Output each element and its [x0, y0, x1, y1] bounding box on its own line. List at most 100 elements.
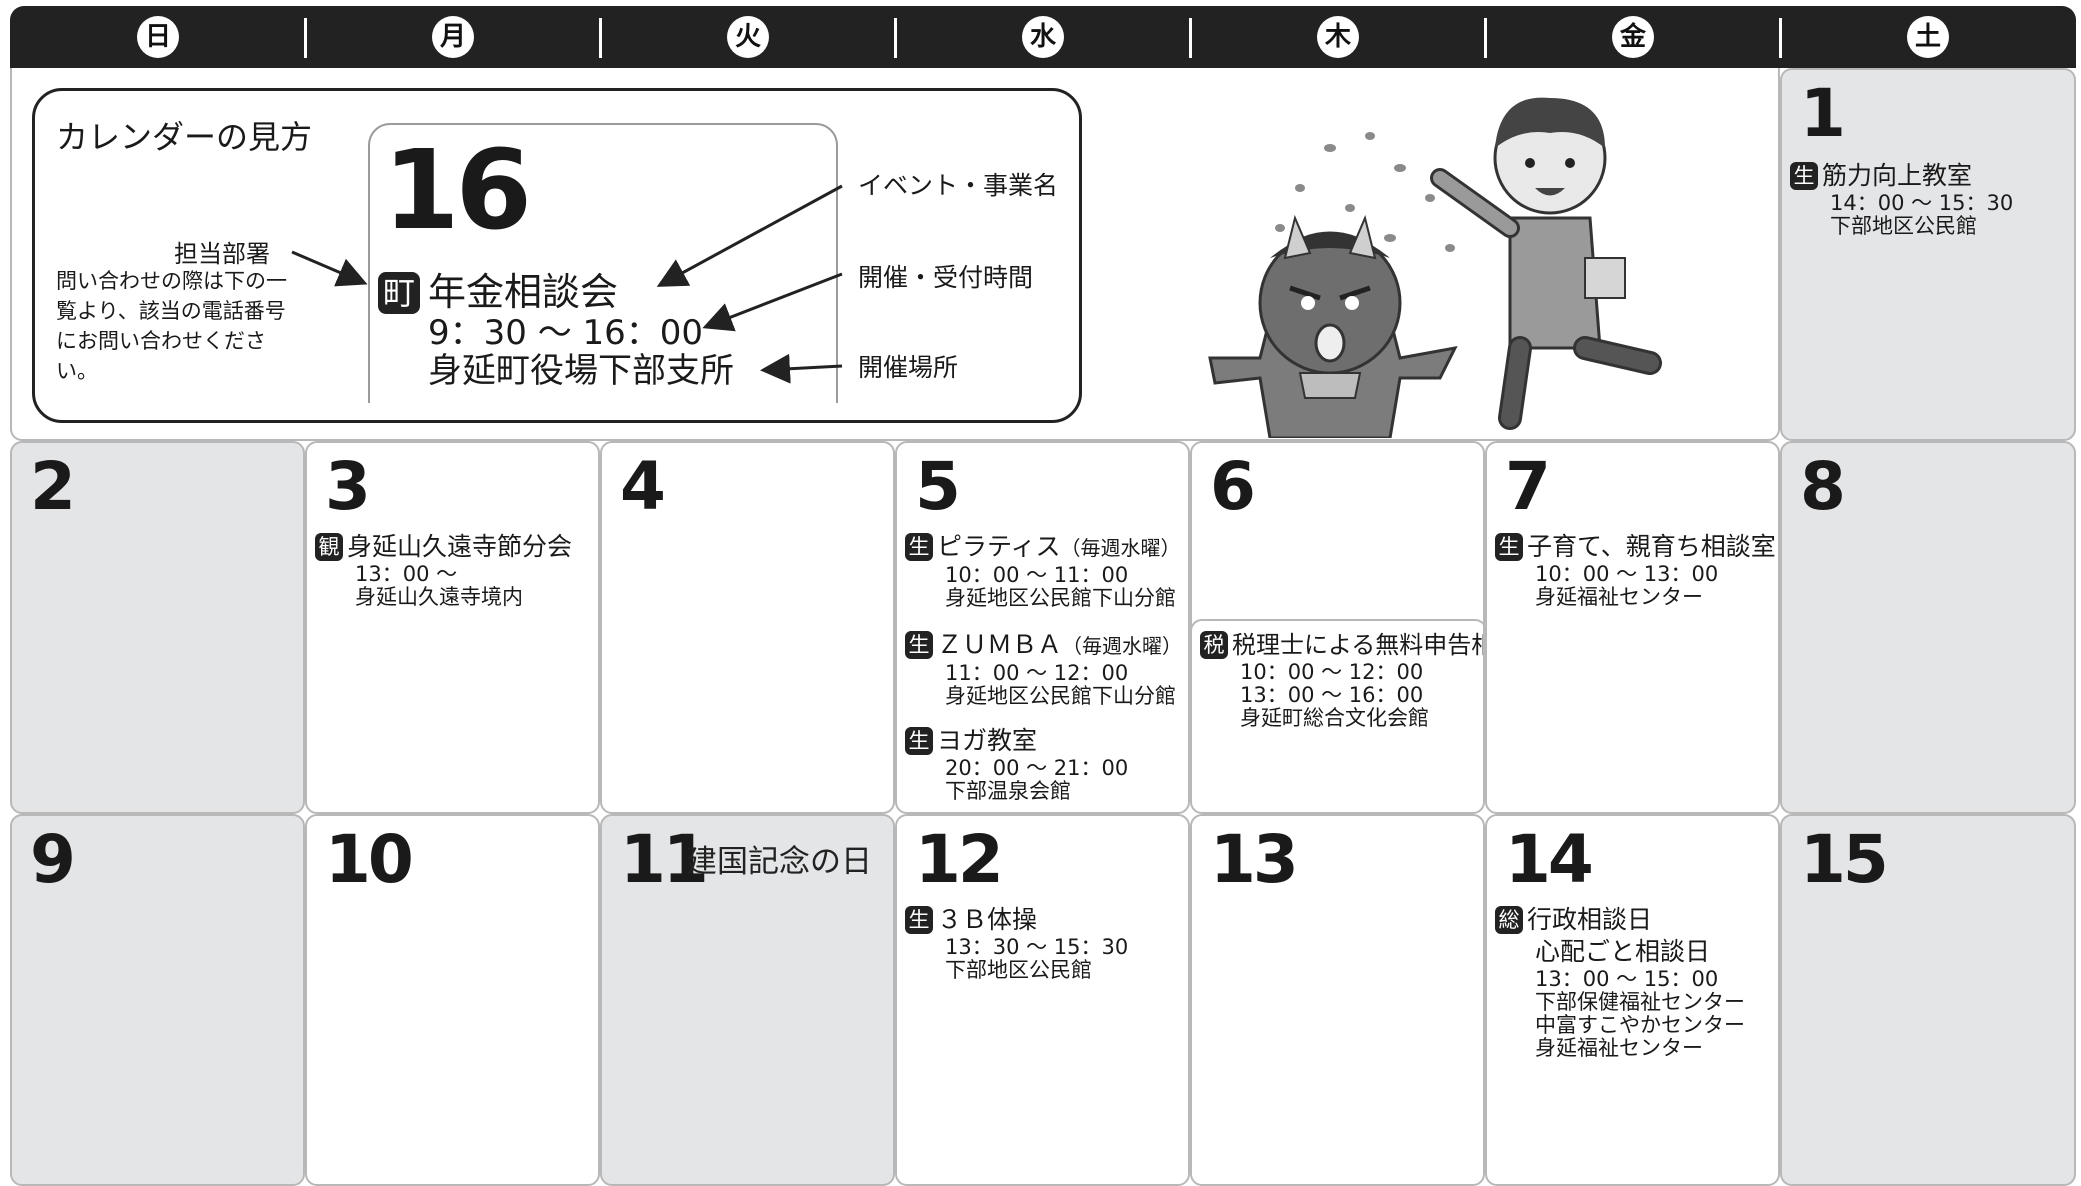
event-item[interactable]: 生ヨガ教室 20：00 〜 21：00 下部温泉会館 — [905, 725, 1128, 803]
event-item[interactable]: 観身延山久遠寺節分会 13：00 〜 身延山久遠寺境内 — [315, 531, 572, 609]
event-title-secondary: 心配ごと相談日 — [1535, 937, 1711, 966]
event-title: ピラティス — [937, 532, 1061, 561]
event-title: 子育て、親育ち相談室 — [1527, 532, 1776, 561]
weekday-separator — [1189, 18, 1192, 58]
dept-badge: 生 — [905, 906, 933, 934]
weekday-separator — [1484, 18, 1487, 58]
day-number: 9 — [30, 821, 76, 898]
dept-badge: 生 — [905, 533, 933, 561]
day-cell-14[interactable]: 14 総行政相談日 心配ごと相談日 13：00 〜 15：00 下部保健福祉セン… — [1485, 814, 1780, 1186]
day-number: 4 — [620, 448, 666, 525]
day-cell-2[interactable]: 2 — [10, 441, 305, 814]
setsubun-oni-mamemaki-illustration-icon — [1208, 97, 1662, 438]
dept-badge: 生 — [905, 727, 933, 755]
day-number: 7 — [1505, 448, 1551, 525]
dept-badge: 総 — [1495, 906, 1523, 934]
day-number: 10 — [325, 821, 414, 898]
event-item[interactable]: 生筋力向上教室 14：00 〜 15：30 下部地区公民館 — [1790, 160, 2013, 238]
legend-sample-cell — [368, 123, 838, 403]
event-title: ３Ｂ体操 — [937, 905, 1038, 934]
event-time: 10：00 〜 13：00 — [1535, 562, 1719, 586]
weekday-sat: 土 — [1780, 6, 2075, 68]
legend-title: カレンダーの見方 — [56, 118, 313, 156]
event-place: 身延町総合文化会館 — [1240, 706, 1429, 730]
legend-label-time: 開催・受付時間 — [858, 263, 1034, 292]
legend-day-number: 16 — [383, 126, 532, 254]
dept-badge: 生 — [1495, 533, 1523, 561]
event-place: 下部温泉会館 — [945, 779, 1071, 803]
day-cell-7[interactable]: 7 生子育て、親育ち相談室 10：00 〜 13：00 身延福祉センター — [1485, 441, 1780, 814]
weekday-separator — [894, 18, 897, 58]
weekday-separator — [599, 18, 602, 58]
event-title: ＺＵＭＢＡ — [937, 630, 1063, 659]
day-cell-1[interactable]: 1 生筋力向上教室 14：00 〜 15：30 下部地区公民館 — [1780, 68, 2076, 441]
day-number: 5 — [915, 448, 961, 525]
event-time: 11：00 〜 12：00 — [945, 661, 1129, 685]
legend-label-event: イベント・事業名 — [858, 171, 1059, 200]
event-place: 下部地区公民館 — [945, 958, 1092, 982]
event-time: 20：00 〜 21：00 — [945, 756, 1129, 780]
event-suffix: （毎週水曜） — [1060, 536, 1181, 560]
event-place: 身延地区公民館下山分館 — [945, 586, 1176, 610]
event-suffix: （毎週水曜） — [1062, 634, 1183, 658]
legend-arrows — [291, 184, 843, 384]
weekday-mon: 月 — [305, 6, 600, 68]
dept-badge: 生 — [1790, 162, 1818, 190]
weekday-separator — [1779, 18, 1782, 58]
event-item[interactable]: 生ピラティス（毎週水曜） 10：00 〜 11：00 身延地区公民館下山分館 — [905, 531, 1181, 610]
weekday-thu: 木 — [1190, 6, 1485, 68]
day-number: 15 — [1800, 821, 1889, 898]
day-cell-3[interactable]: 3 観身延山久遠寺節分会 13：00 〜 身延山久遠寺境内 — [305, 441, 600, 814]
legend-event-time: 9：30 〜 16：00 — [428, 313, 704, 353]
event-place: 身延地区公民館下山分館 — [945, 684, 1176, 708]
day-cell-10[interactable]: 10 — [305, 814, 600, 1186]
day-cell-9[interactable]: 9 — [10, 814, 305, 1186]
day-cell-8[interactable]: 8 — [1780, 441, 2076, 814]
day-number: 14 — [1505, 821, 1594, 898]
event-place: 身延福祉センター — [1535, 585, 1703, 609]
event-title: 筋力向上教室 — [1822, 161, 1973, 190]
legend-box — [32, 88, 1082, 423]
event-item[interactable]: 総行政相談日 心配ごと相談日 13：00 〜 15：00 下部保健福祉センター … — [1495, 904, 1745, 1060]
event-item[interactable]: 生子育て、親育ち相談室 10：00 〜 13：00 身延福祉センター — [1495, 531, 1776, 609]
dept-badge: 生 — [905, 631, 933, 659]
legend-dept-note: 問い合わせの際は下の一覧より、該当の電話番号にお問い合わせください。 — [56, 269, 287, 383]
day-number: 6 — [1210, 448, 1256, 525]
event-place: 下部保健福祉センター — [1535, 990, 1745, 1014]
day-number: 8 — [1800, 448, 1846, 525]
day-number: 3 — [325, 448, 371, 525]
event-place: 下部地区公民館 — [1830, 214, 1977, 238]
weekday-header: 日 月 火 水 木 金 土 — [10, 6, 2076, 68]
weekday-tue: 火 — [600, 6, 895, 68]
day-cell-6[interactable]: 6 税税理士による無料申告相談 10：00 〜 12：00 13：00 〜 16… — [1190, 441, 1485, 814]
event-title: 行政相談日 — [1527, 905, 1653, 934]
event-title: 税理士による無料申告相談 — [1232, 631, 1483, 659]
event-place: 身延山久遠寺境内 — [355, 585, 523, 609]
holiday-name: 建国記念の日 — [686, 844, 872, 880]
day-cell-5[interactable]: 5 生ピラティス（毎週水曜） 10：00 〜 11：00 身延地区公民館下山分館… — [895, 441, 1190, 814]
event-place: 中富すこやかセンター — [1535, 1013, 1745, 1037]
day-cell-13[interactable]: 13 — [1190, 814, 1485, 1186]
legend-event-place: 身延町役場下部支所 — [428, 351, 734, 391]
weekday-sun: 日 — [10, 6, 305, 68]
event-time: 10：00 〜 11：00 — [945, 563, 1129, 587]
event-box — [1192, 619, 1483, 812]
event-time: 13：00 〜 — [355, 562, 458, 586]
event-time: 13：00 〜 16：00 — [1240, 683, 1424, 707]
day-cell-15[interactable]: 15 — [1780, 814, 2076, 1186]
day-number: 2 — [30, 448, 76, 525]
event-time: 13：00 〜 15：00 — [1535, 967, 1719, 991]
day-number: 1 — [1800, 75, 1846, 152]
event-place: 身延福祉センター — [1535, 1036, 1703, 1060]
weekday-fri: 金 — [1485, 6, 1780, 68]
event-title: 身延山久遠寺節分会 — [347, 532, 573, 561]
day-cell-11[interactable]: 11 建国記念の日 — [600, 814, 895, 1186]
day-number: 11 — [620, 821, 709, 898]
event-item[interactable]: 税税理士による無料申告相談 10：00 〜 12：00 13：00 〜 16：0… — [1200, 629, 1483, 730]
day-cell-4[interactable]: 4 — [600, 441, 895, 814]
event-time: 10：00 〜 12：00 — [1240, 660, 1424, 684]
